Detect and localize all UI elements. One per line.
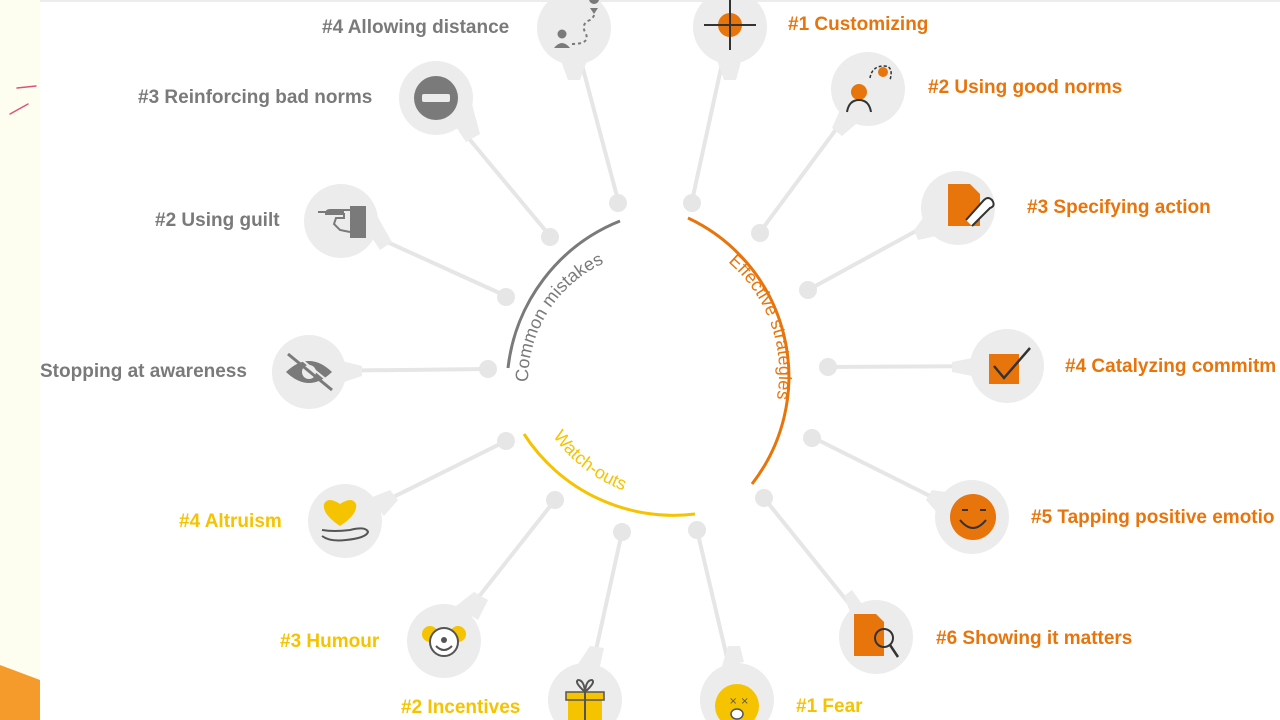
connector-lines bbox=[307, 25, 1009, 702]
crosshair-icon bbox=[704, 0, 756, 50]
scared-face-icon: × × bbox=[715, 684, 759, 720]
heart-hand-icon bbox=[321, 500, 370, 542]
strategies-title-path: Effective strategies bbox=[725, 250, 795, 401]
watchout-label-altruism: #4 Altruism bbox=[179, 511, 282, 532]
checkbox-icon bbox=[989, 347, 1031, 384]
eye-crossed-icon bbox=[286, 350, 335, 392]
strategy-label-showing-it-matters: #6 Showing it matters bbox=[936, 628, 1133, 649]
strategy-label-customizing: #1 Customizing bbox=[788, 14, 929, 35]
watchouts-title-path: Watch-outs bbox=[550, 426, 630, 494]
strategy-label-tapping-positive-emotions: #5 Tapping positive emotio bbox=[1031, 507, 1275, 528]
connector-end-dots bbox=[479, 194, 837, 541]
svg-text:× ×: × × bbox=[729, 696, 749, 707]
left-sidebar-panel bbox=[0, 0, 40, 720]
watchout-label-humour: #3 Humour bbox=[280, 631, 380, 652]
document-wrench-icon bbox=[948, 184, 995, 227]
watchouts-title: Watch-outs bbox=[550, 426, 630, 494]
no-entry-icon bbox=[414, 76, 458, 120]
clown-icon bbox=[422, 626, 466, 657]
strategies-title: Effective strategies bbox=[725, 250, 795, 401]
strategy-label-catalyzing-commitment: #4 Catalyzing commitm bbox=[1065, 356, 1277, 377]
document-magnifier-icon bbox=[854, 614, 900, 658]
path-distance-icon bbox=[554, 0, 599, 48]
pointing-finger-icon bbox=[318, 206, 366, 238]
strategy-label-using-good-norms: #2 Using good norms bbox=[928, 77, 1123, 98]
watchout-label-fear: #1 Fear bbox=[796, 696, 863, 717]
strategies-arc bbox=[687, 216, 791, 485]
mistakes-title: Common mistakes bbox=[512, 249, 606, 383]
people-icon bbox=[846, 65, 892, 113]
mistake-label-reinforcing-bad-norms: #3 Reinforcing bad norms bbox=[138, 87, 373, 108]
watchouts-arc bbox=[522, 433, 696, 517]
mistake-label-stopping-at-awareness: Stopping at awareness bbox=[40, 361, 247, 382]
mistakes-title-path: Common mistakes bbox=[512, 249, 606, 383]
mistakes-arc bbox=[506, 219, 621, 369]
mistake-label-using-guilt: #2 Using guilt bbox=[155, 210, 280, 231]
icon-bubbles bbox=[272, 0, 1044, 720]
watchout-label-incentives: #2 Incentives bbox=[401, 697, 521, 718]
gift-icon bbox=[565, 678, 605, 720]
mistake-label-allowing-distance: #4 Allowing distance bbox=[322, 17, 510, 38]
orange-corner-decoration bbox=[0, 665, 40, 720]
smiley-icon bbox=[950, 494, 996, 540]
strategy-label-specifying-action: #3 Specifying action bbox=[1027, 197, 1211, 218]
pen-annotation-mark bbox=[9, 85, 37, 115]
slide-top-border bbox=[40, 0, 1280, 2]
